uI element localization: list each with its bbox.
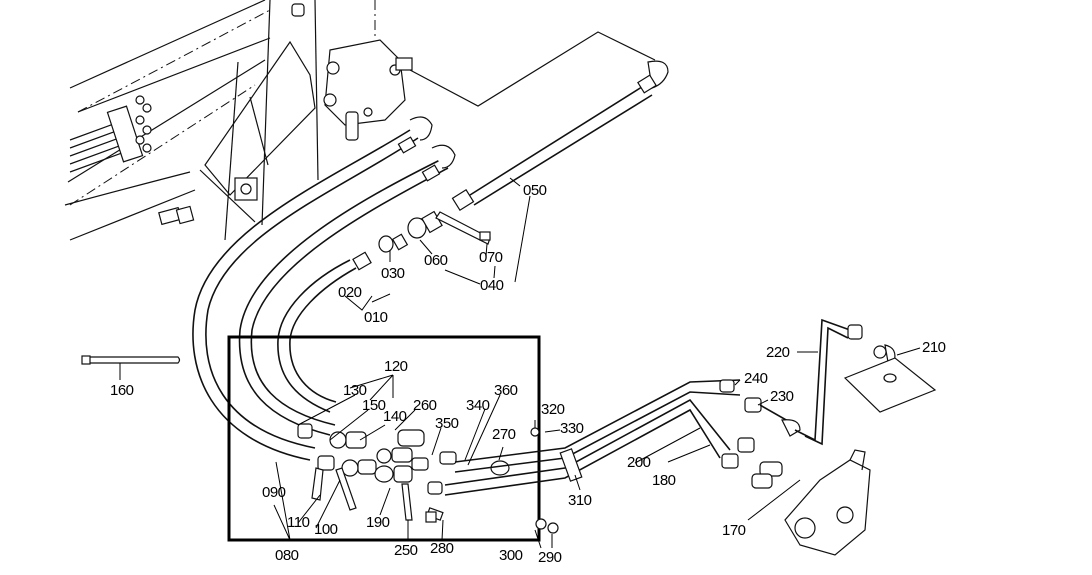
label-260: 260: [413, 397, 437, 414]
label-270: 270: [492, 426, 516, 443]
label-100: 100: [314, 521, 338, 538]
hoses: [192, 60, 669, 461]
mount-block: [234, 177, 258, 201]
label-320: 320: [541, 401, 565, 418]
label-250: 250: [394, 542, 418, 559]
label-170: 170: [722, 522, 746, 539]
label-110: 110: [287, 514, 310, 531]
label-160: 160: [110, 382, 134, 399]
label-360: 360: [494, 382, 518, 399]
label-080: 080: [275, 547, 299, 564]
label-020: 020: [338, 284, 362, 301]
label-050: 050: [523, 182, 547, 199]
label-190: 190: [366, 514, 390, 531]
plate-210: [843, 357, 937, 413]
label-330: 330: [560, 420, 584, 437]
label-030: 030: [381, 265, 405, 282]
label-350: 350: [435, 415, 459, 432]
label-230: 230: [770, 388, 794, 405]
coupler-060: [407, 217, 427, 239]
coupler-030: [378, 235, 394, 253]
detail-fittings: [297, 379, 741, 521]
label-280: 280: [430, 540, 454, 557]
leader-lines: [119, 177, 921, 549]
tractor-body: [64, 0, 656, 241]
label-010: 010: [364, 309, 388, 326]
label-040: 040: [480, 277, 504, 294]
label-120: 120: [384, 358, 408, 375]
label-290: 290: [538, 549, 562, 566]
label-340: 340: [466, 397, 490, 414]
label-300: 300: [499, 547, 523, 564]
label-210: 210: [922, 339, 946, 356]
label-090: 090: [262, 484, 286, 501]
label-150: 150: [362, 397, 386, 414]
label-220: 220: [766, 344, 790, 361]
part-labels: 010 020 030 040 050 060 070 080 090 100 …: [110, 182, 946, 566]
pipe-clamp-block: [106, 105, 144, 163]
pin-160: [81, 355, 181, 365]
label-070: 070: [479, 249, 503, 266]
clamp-310: [425, 427, 583, 534]
label-130: 130: [343, 382, 367, 399]
pump-170: [784, 459, 871, 556]
lever-070: [435, 211, 491, 245]
label-240: 240: [744, 370, 768, 387]
right-assembly: [719, 318, 937, 556]
label-060: 060: [424, 252, 448, 269]
label-140: 140: [383, 408, 407, 425]
control-valve: [323, 39, 413, 141]
label-310: 310: [568, 492, 592, 509]
label-180: 180: [652, 472, 676, 489]
detail-box: [227, 335, 541, 542]
label-200: 200: [627, 454, 651, 471]
